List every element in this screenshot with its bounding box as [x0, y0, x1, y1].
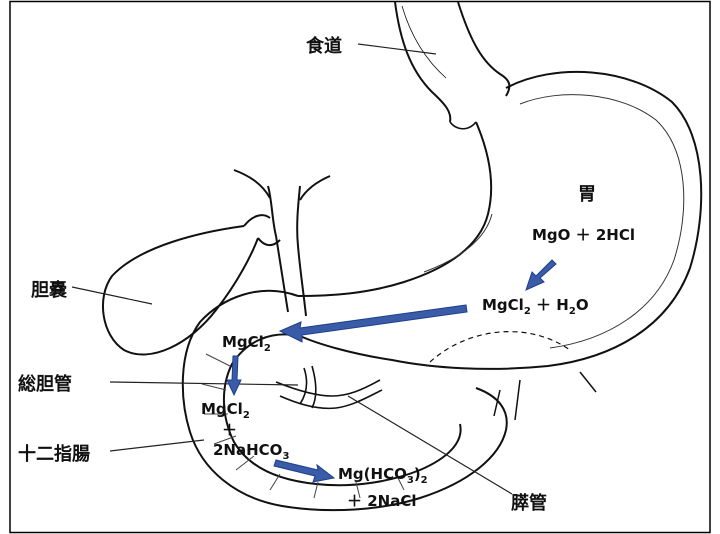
reactant1-mgcl-sub: 2 [243, 410, 250, 421]
reaction-duodenum-product1: Mg(HCO3)2 [338, 465, 428, 486]
reactant2-nahco: 2NaHCO [213, 441, 282, 459]
reaction-plus-sign: ＋ [222, 419, 237, 440]
reaction-duodenum-reactant1: MgCl2 [201, 400, 250, 421]
leader-gallbladder [72, 287, 152, 304]
product-o: O [576, 296, 589, 314]
leader-esophagus [358, 44, 436, 54]
arrow-to-duodenum [280, 305, 467, 342]
leader-lines [72, 44, 512, 494]
product1-mghco: Mg(HCO [338, 465, 407, 483]
label-esophagus: 食道 [306, 32, 342, 58]
reactant2-sub: 3 [282, 451, 289, 462]
entry-mgcl: MgCl [222, 333, 264, 351]
reaction-duodenum-entry: MgCl2 [222, 333, 271, 354]
frame-border [10, 2, 710, 533]
product-h: H [556, 296, 569, 314]
product-plus: ＋ [536, 296, 551, 314]
product-mgcl: MgCl [482, 296, 524, 314]
label-pancreatic-duct: 膵管 [511, 489, 547, 515]
label-duodenum: 十二指腸 [18, 440, 90, 466]
product1-sub2: 2 [421, 475, 428, 486]
reactant1-mgcl: MgCl [201, 400, 243, 418]
arrow-stomach-down [526, 260, 556, 290]
label-gallbladder: 胆嚢 [31, 276, 67, 302]
reaction-duodenum-reactant2: 2NaHCO3 [213, 441, 289, 462]
product1-paren: ) [414, 465, 421, 483]
reaction-stomach-products: MgCl2 ＋ H2O [482, 294, 589, 317]
esophagus-drawing [395, 2, 509, 129]
stomach-drawing [298, 72, 701, 420]
label-stomach: 胃 [578, 180, 596, 206]
product1-sub: 3 [407, 475, 414, 486]
product-h-sub: 2 [569, 306, 576, 317]
pancreatic-duct-drawing [276, 366, 382, 408]
product-mgcl-sub: 2 [524, 306, 531, 317]
reaction-duodenum-product2: ＋ 2NaCl [347, 490, 417, 511]
arrow-duodenum-down [227, 356, 241, 395]
entry-mgcl-sub: 2 [264, 343, 271, 354]
leader-duodenum [110, 440, 204, 451]
reaction-stomach-reactants: MgO ＋ 2HCl [532, 224, 635, 245]
label-common-bile-duct: 総胆管 [18, 370, 72, 396]
